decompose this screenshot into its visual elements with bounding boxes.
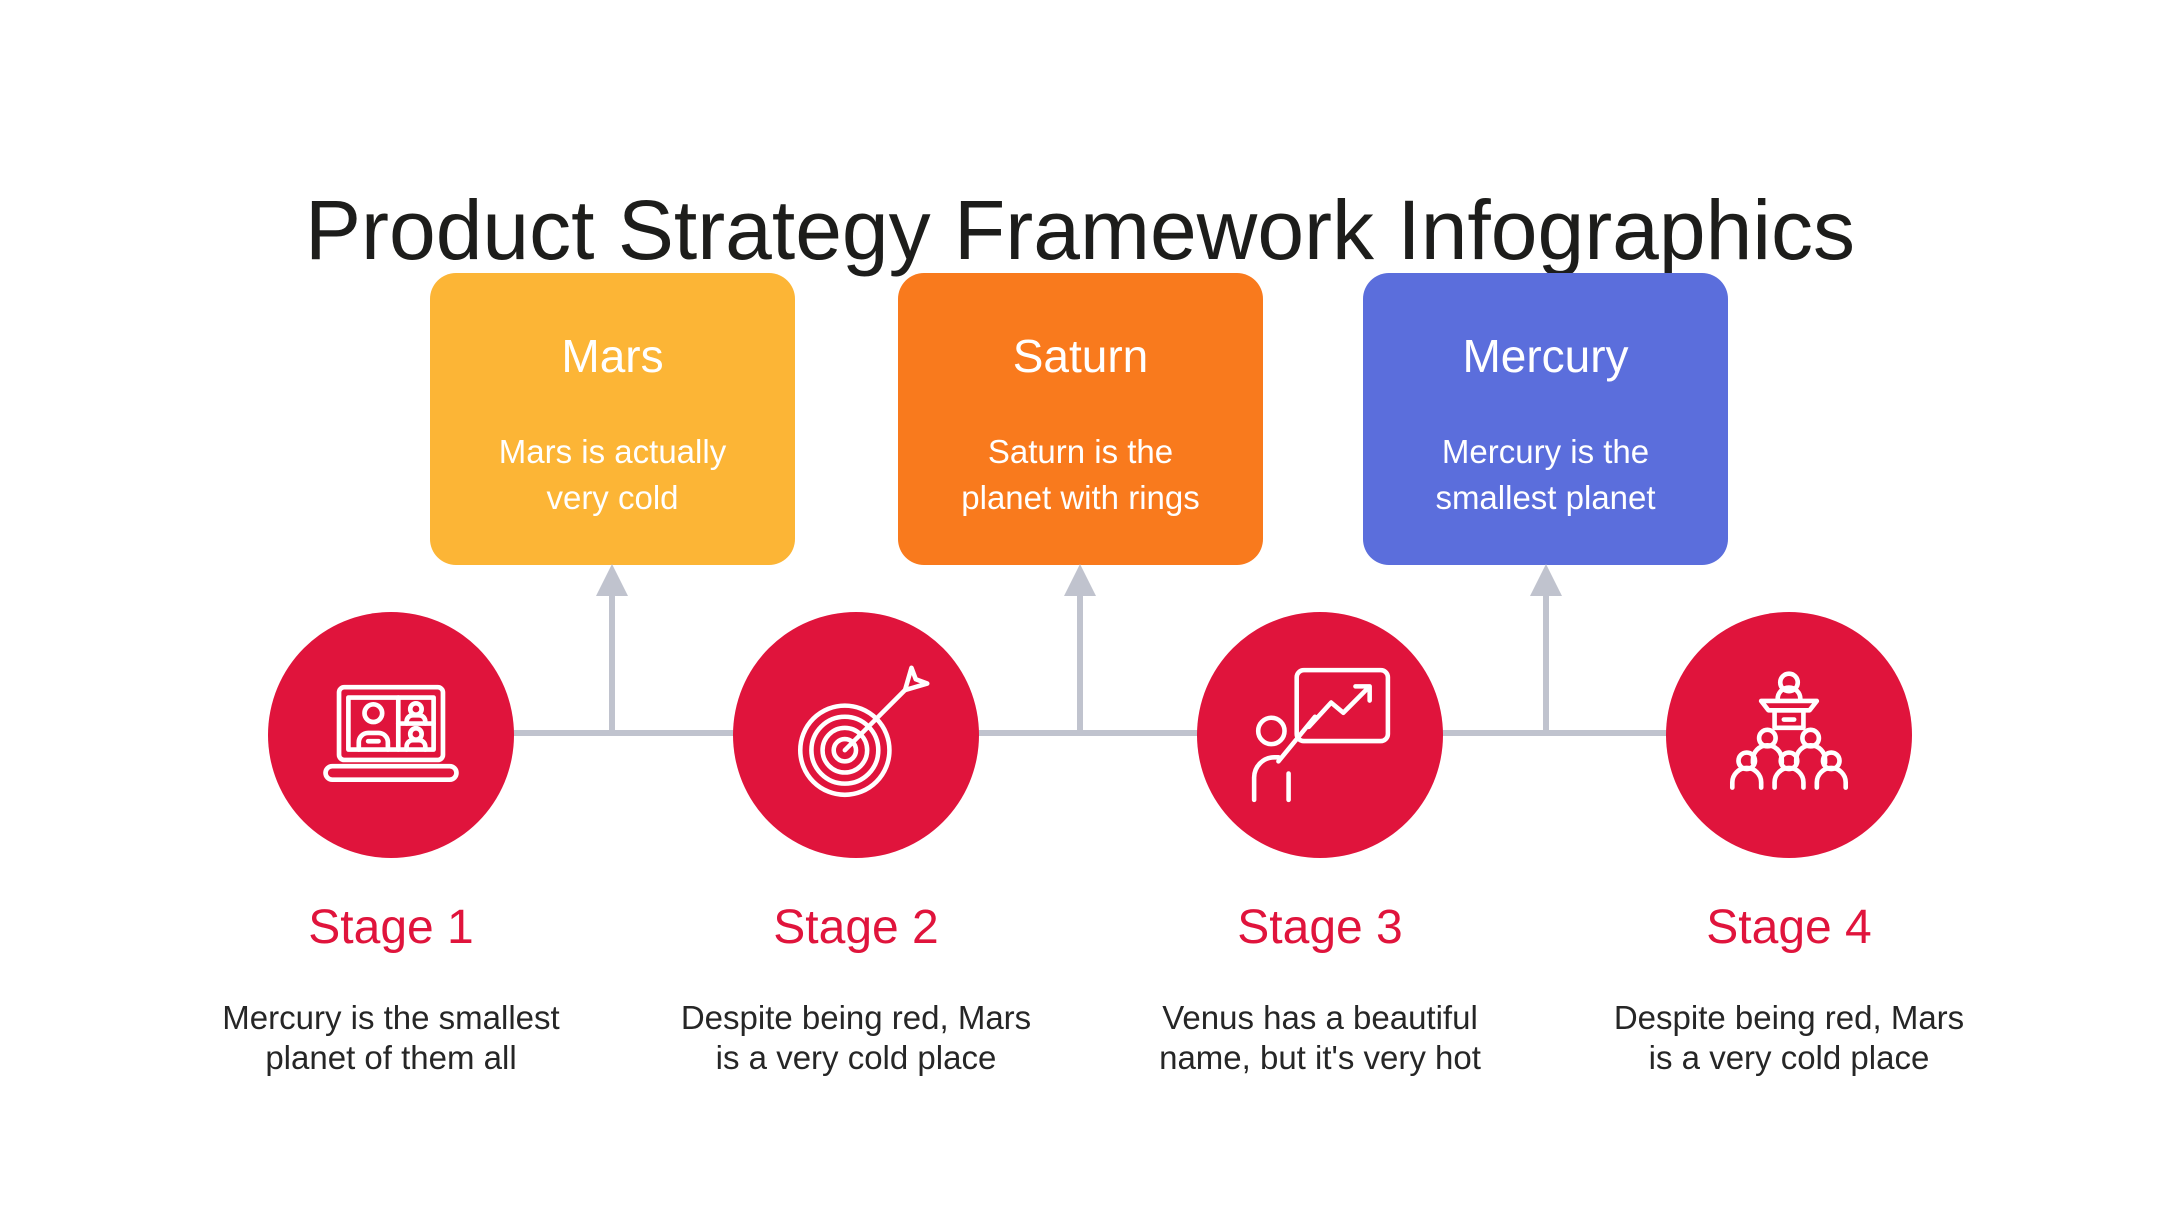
stage-4-label: Stage 4 [1706, 901, 1872, 954]
page-title: Product Strategy Framework Infographics [305, 183, 1855, 278]
up-arrow-icon [1530, 564, 1562, 596]
callout-description: Mars is actually very cold [498, 433, 727, 517]
up-connector-line [1077, 596, 1083, 733]
stage-4-description: Despite being red, Mars is a very cold p… [1613, 999, 1965, 1077]
presenter-chart-icon [1251, 667, 1391, 803]
callout-title: Mars [561, 330, 664, 382]
stage-3-description: Venus has a beautiful name, but it's ver… [1159, 999, 1481, 1077]
callout-description: Saturn is the planet with rings [961, 433, 1200, 517]
speaker-audience-icon [1729, 671, 1849, 790]
stage-3-circle [1197, 612, 1443, 858]
callout-description: Mercury is the smallest planet [1435, 433, 1656, 517]
up-connector-line [609, 596, 615, 733]
up-connector-line [1543, 596, 1549, 733]
target-dart-icon [797, 665, 930, 798]
stage-2-label: Stage 2 [773, 901, 939, 954]
callout-title: Saturn [1012, 330, 1149, 382]
stage-2-circle [733, 612, 979, 858]
callout-box-mercury: Mercury Mercury is the smallest planet [1363, 273, 1728, 565]
up-arrow-icon [596, 564, 628, 596]
stage-3-label: Stage 3 [1237, 901, 1403, 954]
callout-box-saturn: Saturn Saturn is the planet with rings [898, 273, 1263, 565]
callout-box-mars: Mars Mars is actually very cold [430, 273, 795, 565]
stage-1-label: Stage 1 [308, 901, 474, 954]
stage-1-circle [268, 612, 514, 858]
stage-1-description: Mercury is the smallest planet of them a… [222, 999, 560, 1077]
stage-2-description: Despite being red, Mars is a very cold p… [680, 999, 1032, 1077]
up-arrow-icon [1064, 564, 1096, 596]
callout-title: Mercury [1462, 330, 1629, 382]
stage-4-circle [1666, 612, 1912, 858]
video-conference-icon [323, 684, 459, 783]
timeline-connector-line [391, 730, 1789, 736]
